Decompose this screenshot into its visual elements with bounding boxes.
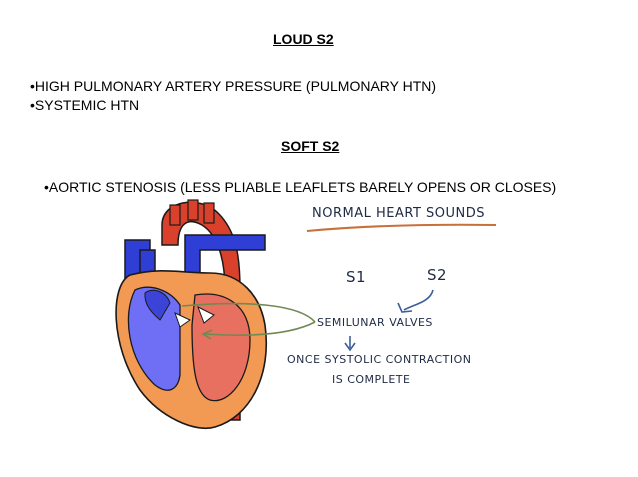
loud-s2-heading: LOUD S2 bbox=[273, 31, 334, 47]
aorta-branch-3 bbox=[203, 202, 215, 224]
aorta-branch-1 bbox=[169, 204, 181, 226]
aorta-branch-2 bbox=[187, 199, 199, 221]
valves-arrow bbox=[344, 336, 356, 352]
s2-label: S2 bbox=[427, 266, 448, 284]
s1-label: S1 bbox=[346, 268, 367, 286]
loud-s2-bullet-pulmonary-htn: •HIGH PULMONARY ARTERY PRESSURE (PULMONA… bbox=[30, 78, 437, 94]
title-underline bbox=[306, 223, 497, 232]
note-line-2: IS COMPLETE bbox=[332, 373, 411, 386]
note-line-1: ONCE SYSTOLIC CONTRACTION bbox=[287, 353, 472, 366]
semilunar-valves-label: SEMILUNAR VALVES bbox=[317, 316, 433, 329]
drawing-title: NORMAL HEART SOUNDS bbox=[312, 206, 486, 221]
loud-s2-bullet-systemic-htn: •SYSTEMIC HTN bbox=[30, 97, 140, 113]
soft-s2-bullet-aortic-stenosis: •AORTIC STENOSIS (LESS PLIABLE LEAFLETS … bbox=[44, 179, 557, 195]
right-ventricle bbox=[127, 286, 181, 391]
soft-s2-heading: SOFT S2 bbox=[281, 138, 340, 154]
s2-arrow bbox=[397, 289, 434, 313]
heart-illustration bbox=[115, 199, 267, 429]
right-atrium bbox=[144, 289, 171, 321]
